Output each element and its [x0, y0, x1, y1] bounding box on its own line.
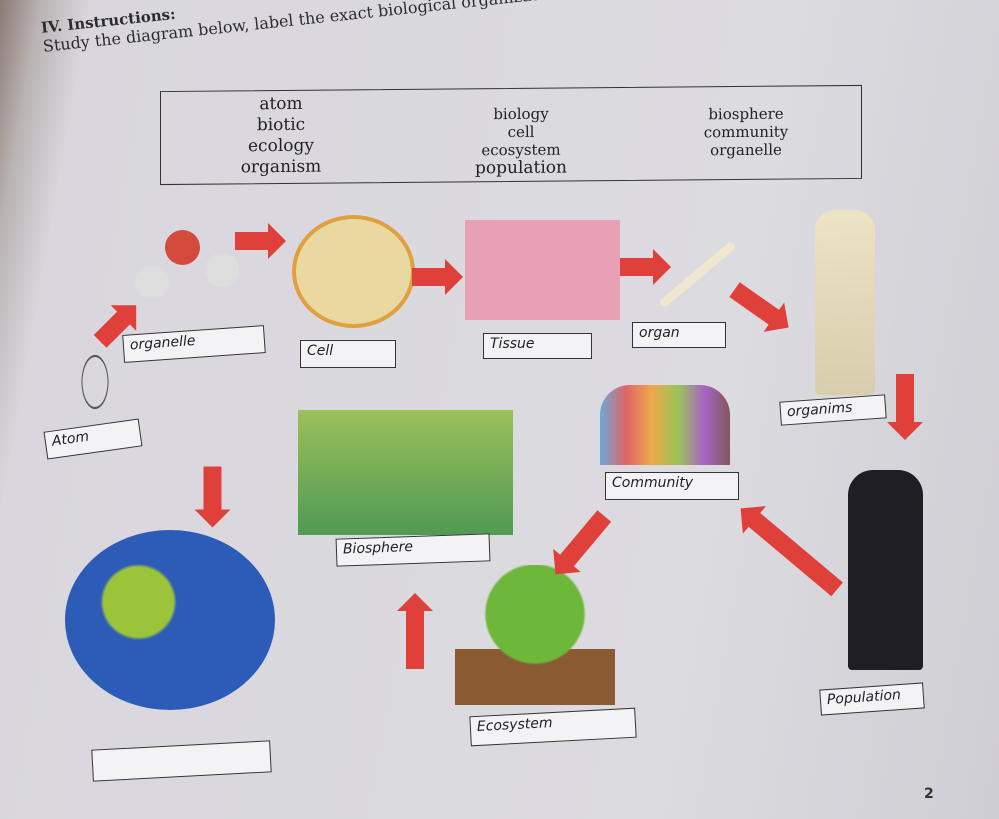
word: biotic	[256, 114, 306, 136]
arrow-icon	[620, 249, 671, 285]
page-number: 2	[924, 786, 934, 802]
tissue-image	[465, 220, 620, 320]
pond-image	[298, 410, 513, 535]
label-biosphere[interactable]: Biosphere	[335, 533, 491, 567]
arrow-icon	[406, 609, 424, 669]
section-number: IV.	[40, 16, 64, 37]
word: cell	[507, 122, 535, 142]
forest-image	[455, 565, 615, 705]
arrow-icon	[412, 259, 463, 295]
word: population	[475, 157, 567, 179]
arrow-icon	[235, 223, 286, 259]
person-image	[848, 470, 923, 670]
word: ecology	[248, 135, 314, 157]
word: biology	[493, 104, 549, 124]
word: community	[703, 122, 789, 142]
label-organ[interactable]: organ	[632, 322, 726, 348]
label-community[interactable]: Community	[605, 472, 739, 500]
earth-image	[65, 530, 275, 710]
label-tissue[interactable]: Tissue	[483, 333, 592, 359]
word: organelle	[710, 140, 782, 160]
word: organism	[240, 156, 322, 178]
community-image	[600, 385, 730, 465]
arrow-icon	[203, 466, 222, 512]
cell-image	[292, 215, 415, 328]
skeleton-image	[815, 210, 875, 395]
word: atom	[259, 93, 303, 115]
arrow-icon	[896, 374, 914, 424]
word: ecosystem	[481, 140, 561, 160]
molecule-image	[135, 225, 245, 305]
label-cell[interactable]: Cell	[300, 340, 396, 368]
word: biosphere	[708, 104, 784, 124]
